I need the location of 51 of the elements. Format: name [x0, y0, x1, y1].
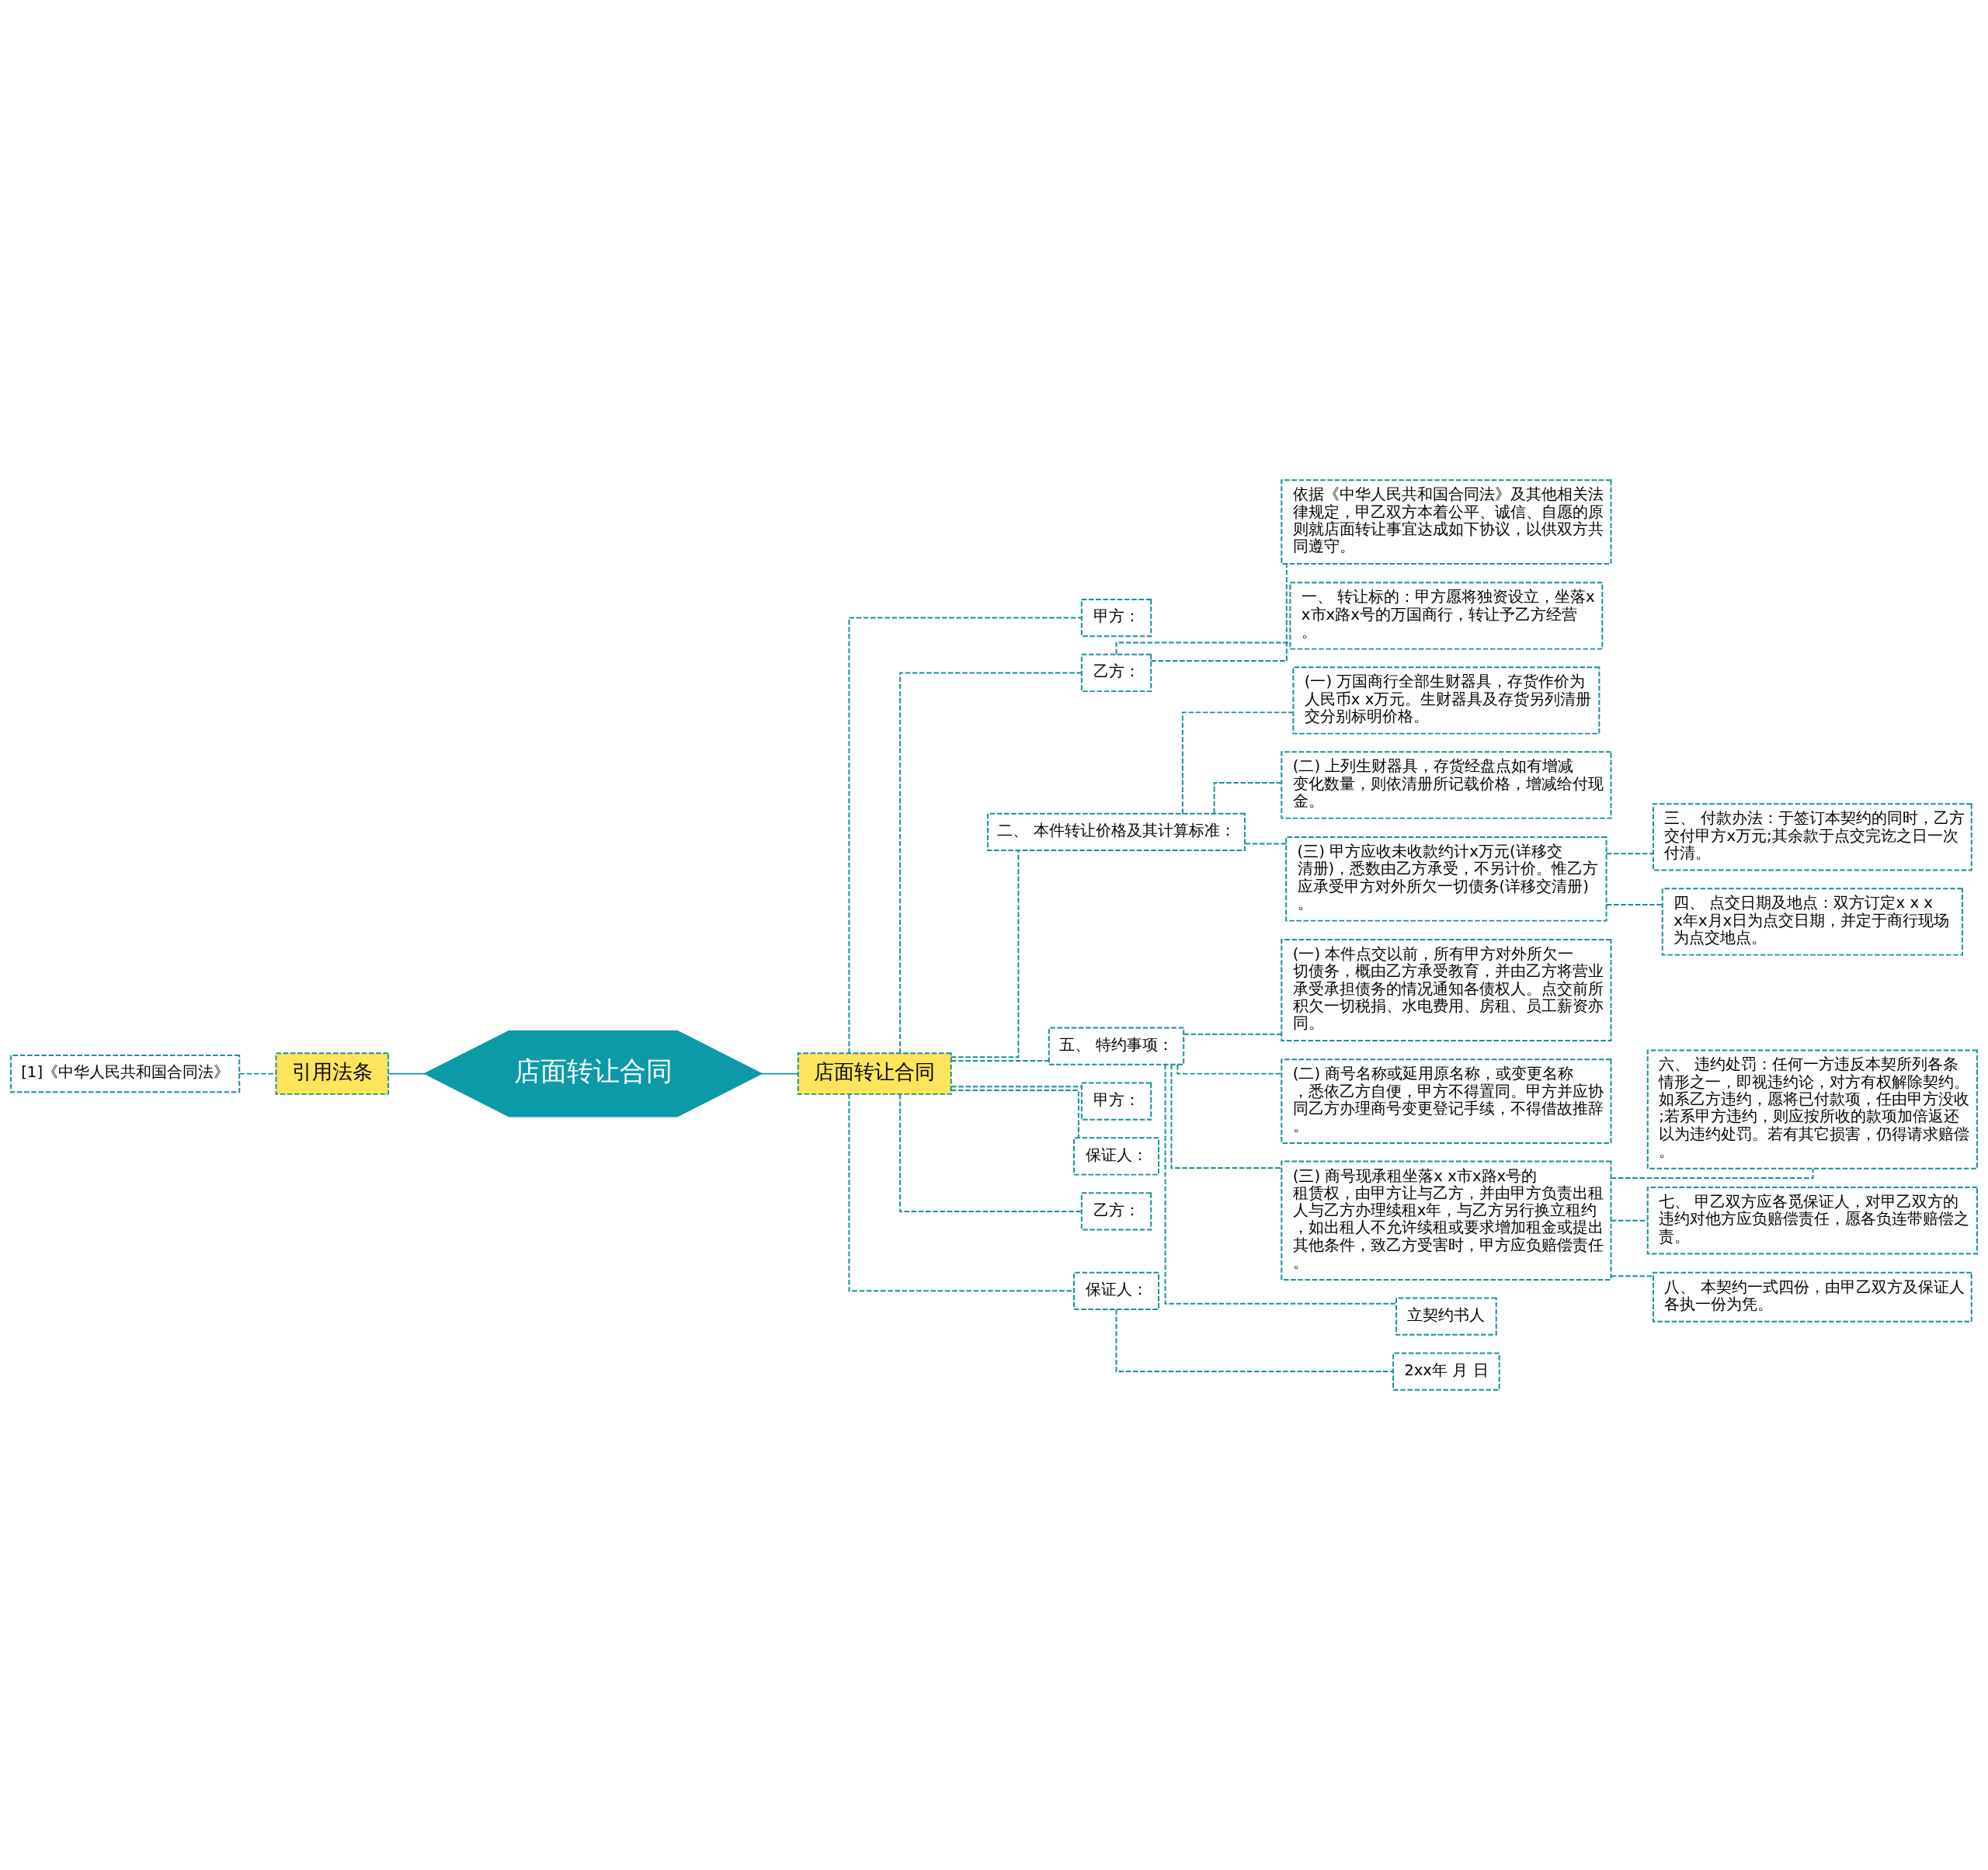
node-box: 保证人：	[1073, 1271, 1159, 1310]
connector	[950, 850, 1020, 1058]
connector	[951, 1060, 1050, 1062]
connector	[1150, 563, 1288, 662]
node-box: (一) 本件点交以前，所有甲方对外所欠一切债务，概由乙方承受教育，并由乙方将营业承受承担债务的情况通知各债权人。点交前所积欠一切税捐、水电费用、房租、员工薪资亦同。	[1281, 938, 1612, 1041]
node-box: 立契约书人	[1395, 1297, 1497, 1336]
node-box: 三、 付款办法：于签订本契约的同时，乙方交付甲方x万元;其余款于点交完讫之日一次付清。	[1653, 803, 1972, 871]
node-box: [1]《中华人民共和国合同法》	[10, 1055, 241, 1093]
node-box: 依据《中华人民共和国合同法》及其他相关法律规定，甲乙双方本着公平、诚信、自愿的原则就店面转让事宜达成如下协议，以供双方共同遵守。	[1281, 479, 1612, 565]
connector	[1181, 711, 1294, 815]
connector	[760, 1072, 799, 1075]
node-box: 甲方：	[1080, 1082, 1152, 1121]
connector	[1610, 1168, 1814, 1179]
node-box: (三) 商号现承租坐落x x市x路x号的租赁权，由甲方让与乙方，并由甲方负责出租人与乙方办理续租x年，与乙方另行换立租约，如出租人不允许续租或要求增加租金或提出其他条件，致乙方受害时，甲方应负赔偿责任。	[1281, 1160, 1612, 1281]
node-box: 一、 转让标的：甲方愿将独资设立，坐落x x市x路x号的万国商行，转让予乙方经营。	[1289, 582, 1604, 650]
connector	[951, 1086, 1083, 1088]
node-box: 引用法条	[275, 1052, 389, 1095]
node-box: 四、 点交日期及地点：双方订定x x x x年x月x日为点交日期，并定于商行现场为点交地点。	[1661, 888, 1963, 956]
node-box: (二) 商号名称或延用原名称，或变更名称，悉依乙方自便，甲方不得置同。甲方并应协同乙方办理商号变更登记手续，不得借故推辞。	[1281, 1058, 1612, 1144]
node-box: 六、 违约处罚：任何一方违反本契所列各条情形之一，即视违约论，对方有权解除契约。如系乙方违约，愿将已付款项，任由甲方没收;若系甲方违约，则应按所收的款项加倍返还以为违约处罚。若有其它损害，仍得请求赔偿。	[1646, 1049, 1978, 1170]
node-box: 二、 本件转让价格及其计算标准：	[987, 812, 1246, 851]
node-box: (一) 万国商行全部生财器具，存货作价为人民币x x万元。生财器具及存货另列清册交分别标明价格。	[1292, 666, 1600, 735]
connector	[1115, 1309, 1394, 1373]
connector	[1213, 782, 1282, 815]
connector	[1605, 853, 1654, 855]
connector	[848, 1093, 1075, 1292]
node-box: (二) 上列生财器具，存货经盘点如有增减变化数量，则依清册所记载价格，增减给付现金。	[1281, 751, 1612, 819]
node-box: 2xx年 月 日	[1392, 1352, 1500, 1391]
connector	[1176, 1064, 1283, 1075]
node-box: (三) 甲方应收未收款约计x万元(详移交清册)，悉数由乙方承受，不另计价。惟乙方应承受甲方对外所欠一切债务(详移交清册)。	[1285, 836, 1607, 922]
connector	[1244, 843, 1288, 845]
connector	[1605, 903, 1663, 905]
node-box: 五、 特约事项：	[1048, 1027, 1185, 1065]
node-box: 乙方：	[1080, 653, 1152, 693]
connector	[1170, 1064, 1282, 1170]
node-box: 七、 甲乙双方应各觅保证人，对甲乙双方的违约对他方应负赔偿责任，愿各负连带赔偿之责。	[1646, 1187, 1978, 1255]
connector	[1610, 1219, 1649, 1222]
connector	[848, 617, 1083, 1055]
connector	[899, 672, 1083, 1055]
node-box: 店面转让合同	[797, 1052, 952, 1095]
node-box: 甲方：	[1080, 598, 1152, 638]
connector	[1610, 1275, 1654, 1277]
node-box: 乙方：	[1080, 1192, 1152, 1231]
connector	[238, 1072, 277, 1075]
connector	[950, 1090, 1079, 1139]
connector	[1183, 1033, 1282, 1035]
node-box: 八、 本契约一式四份，由甲乙双方及保证人各执一份为凭。	[1653, 1271, 1972, 1323]
connector	[899, 1093, 1083, 1212]
connector	[1164, 1064, 1397, 1305]
connector	[388, 1072, 426, 1075]
node-box: 保证人：	[1073, 1137, 1159, 1176]
